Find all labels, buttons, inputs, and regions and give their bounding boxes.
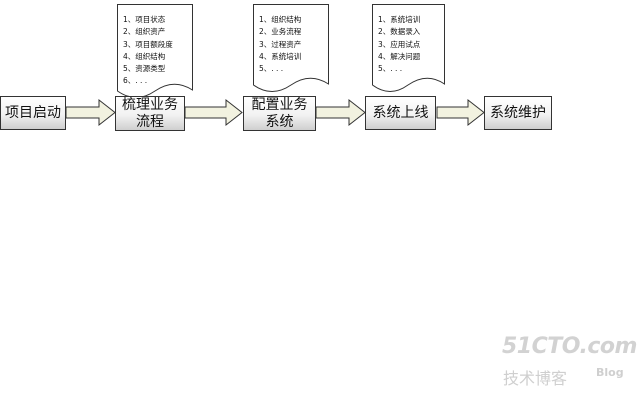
watermark-blog: Blog xyxy=(596,366,624,379)
document-shape-1: 1、项目状态 2、组织资产 3、项目额段度 4、组织结构 5、资源类型 6、. … xyxy=(117,4,193,102)
flow-arrow-1 xyxy=(65,98,116,127)
step-system-go-live: 系统上线 xyxy=(365,96,436,130)
document-item: 2、业务流程 xyxy=(259,27,302,37)
document-shape-3: 1、系统培训 2、数据录入 3、应用试点 4、解决问题 5、. . . xyxy=(372,4,445,96)
document-item: 5、. . . xyxy=(259,64,284,74)
document-list-3: 1、系统培训 2、数据录入 3、应用试点 4、解决问题 5、. . . xyxy=(378,14,420,75)
step-label: 梳理业务 流程 xyxy=(122,96,178,130)
flow-arrow-3 xyxy=(315,98,366,127)
document-item: 3、应用试点 xyxy=(378,39,421,49)
watermark-logo: 51CTO.com xyxy=(502,334,637,359)
document-outline xyxy=(253,4,329,92)
document-item: 6、. . . xyxy=(123,76,148,86)
step-label: 项目启动 xyxy=(5,104,61,121)
flow-arrow-4 xyxy=(436,98,485,127)
document-item: 5、. . . xyxy=(378,64,403,74)
document-item: 5、资源类型 xyxy=(123,64,166,74)
document-item: 1、系统培训 xyxy=(378,15,421,24)
document-item: 4、组织结构 xyxy=(123,51,166,61)
document-shape-2: 1、组织结构 2、业务流程 3、过程资产 4、系统培训 5、. . . xyxy=(253,4,329,96)
document-item: 3、过程资产 xyxy=(259,39,302,49)
watermark-subtitle: 技术博客 xyxy=(503,369,568,388)
step-label: 系统维护 xyxy=(490,104,546,121)
document-list-2: 1、组织结构 2、业务流程 3、过程资产 4、系统培训 5、. . . xyxy=(259,14,301,75)
step-system-maintenance: 系统维护 xyxy=(484,96,552,130)
step-label: 系统上线 xyxy=(372,104,429,121)
document-item: 2、组织资产 xyxy=(123,27,166,37)
document-item: 4、解决问题 xyxy=(378,51,421,61)
flow-arrow-2 xyxy=(184,98,243,127)
document-item: 3、项目额段度 xyxy=(123,39,173,49)
step-configure-business-system: 配置业务 系统 xyxy=(243,96,316,131)
document-item: 4、系统培训 xyxy=(259,51,302,61)
document-outline xyxy=(372,4,445,92)
document-list-1: 1、项目状态 2、组织资产 3、项目额段度 4、组织结构 5、资源类型 6、. … xyxy=(123,14,173,88)
document-outline xyxy=(117,4,193,98)
step-project-start: 项目启动 xyxy=(0,96,66,130)
document-item: 1、组织结构 xyxy=(259,15,302,24)
step-sort-business-process: 梳理业务 流程 xyxy=(115,96,185,131)
document-item: 1、项目状态 xyxy=(123,15,166,24)
document-item: 2、数据录入 xyxy=(378,27,421,37)
step-label: 配置业务 系统 xyxy=(251,96,308,130)
